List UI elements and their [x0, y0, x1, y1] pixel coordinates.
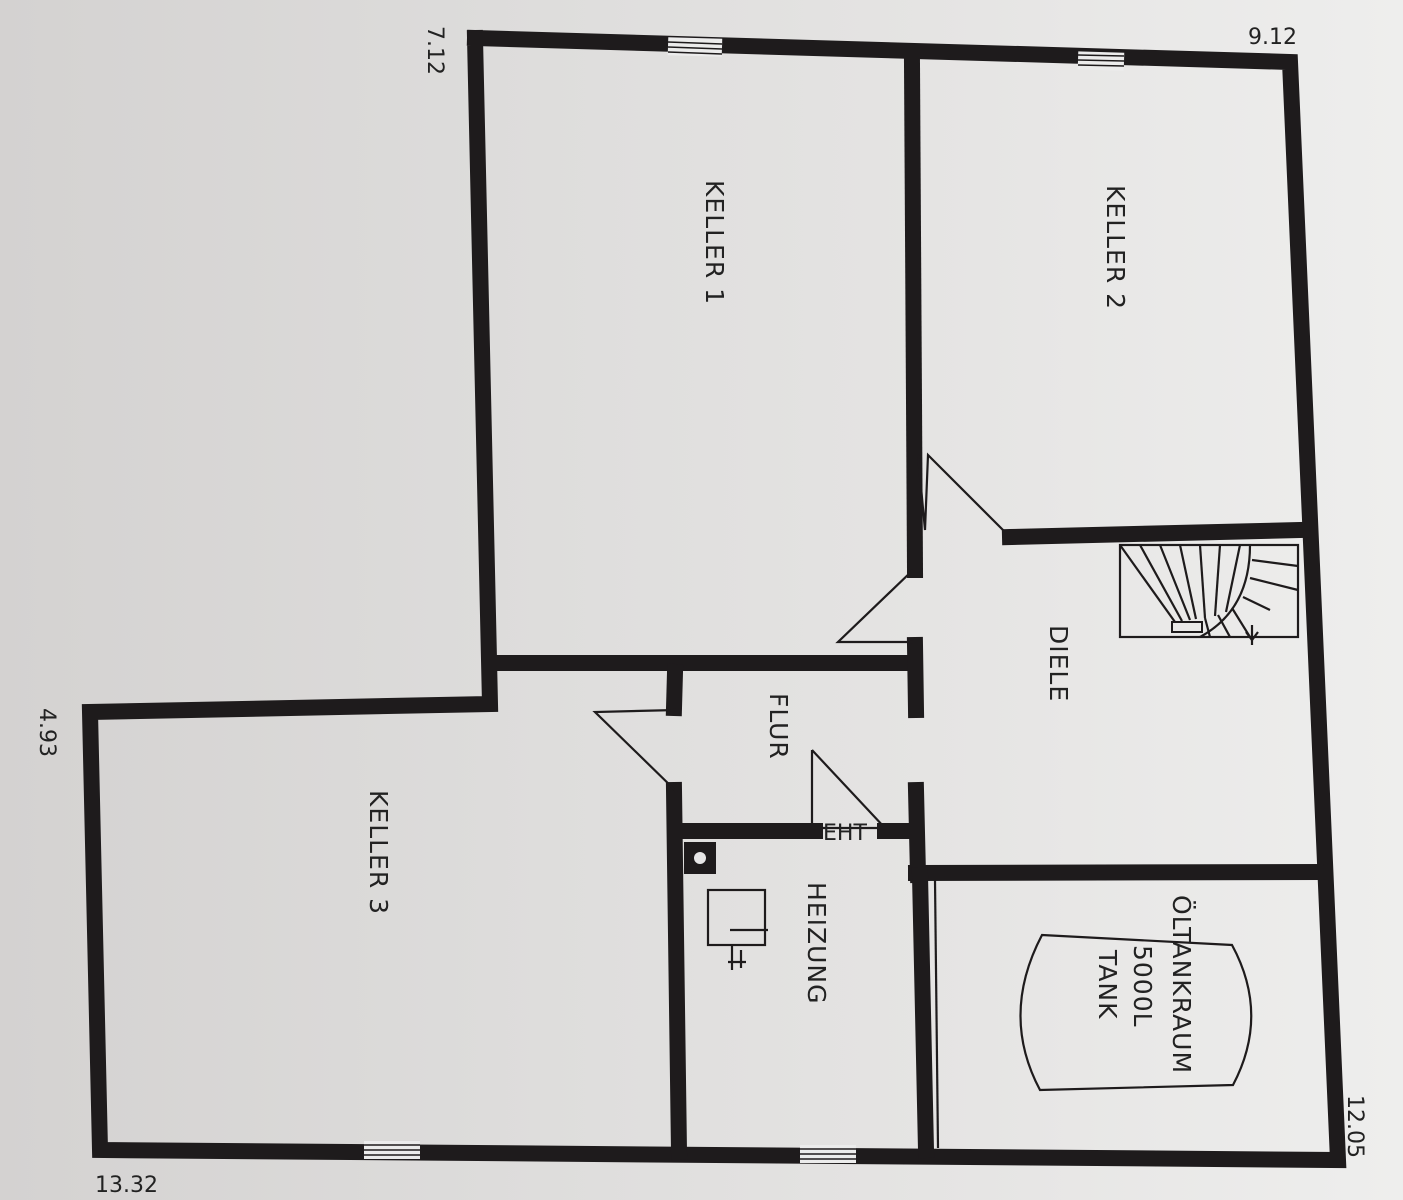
dimension-bottom-left: 13.32: [95, 1173, 158, 1198]
oil-tank-shape: [1019, 933, 1253, 1092]
door-keller1: [835, 569, 914, 644]
dimension-top-right: 9.12: [1248, 25, 1297, 50]
dimension-top-left: 7.12: [422, 26, 447, 75]
room-label-diele: DIELE: [1044, 625, 1073, 702]
room-label-flur: FLUR: [764, 693, 793, 760]
wall-keller2-diele: [1001, 521, 1311, 546]
heating-equipment: [684, 842, 768, 970]
room-label-keller3: KELLER 3: [364, 790, 393, 915]
window-keller1: [667, 37, 723, 57]
wall-keller3-flur-upper: [665, 663, 684, 717]
oeltank-inner-line: [933, 879, 940, 1149]
windows: [364, 37, 1125, 1163]
room-label-5000l: 5000L: [1128, 945, 1157, 1028]
wall-keller3-heizung: [665, 781, 688, 1161]
room-label-keller2: KELLER 2: [1101, 185, 1130, 310]
interior-walls: [482, 56, 1325, 1161]
wall-keller1-keller2: [903, 56, 924, 579]
window-heizung: [800, 1145, 856, 1163]
outer-walls: [81, 29, 1347, 1169]
room-label-heizung: HEIZUNG: [802, 882, 831, 1004]
dimension-left: 4.93: [34, 708, 59, 757]
room-label-keller1: KELLER 1: [700, 180, 729, 305]
door-keller2: [916, 452, 1011, 538]
dimension-bottom-right: 12.05: [1342, 1095, 1367, 1158]
doors: [592, 452, 1011, 830]
wall-heizung-oeltank: [911, 866, 935, 1159]
label-eht: EHT: [823, 821, 867, 846]
room-label-tank: TANK: [1093, 949, 1122, 1020]
wall-diele-oeltank: [907, 863, 1325, 882]
room-label-oeltankraum: ÖLTANKRAUM: [1167, 895, 1196, 1074]
staircase: [1118, 543, 1300, 645]
window-keller3: [364, 1141, 420, 1159]
boiler-icon: [706, 888, 767, 947]
window-keller2: [1077, 51, 1125, 71]
door-keller3: [592, 708, 678, 793]
door-heizung: [810, 749, 888, 830]
wall-flur-diele-upper: [906, 636, 925, 719]
